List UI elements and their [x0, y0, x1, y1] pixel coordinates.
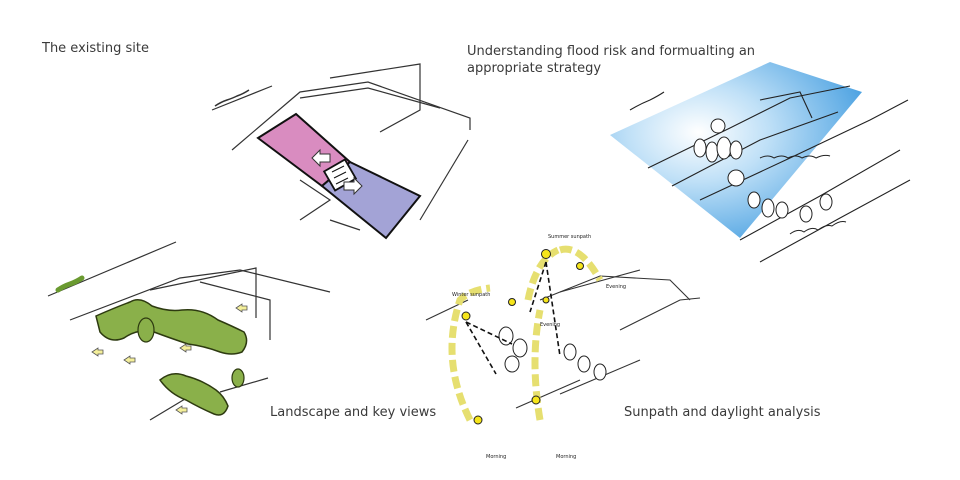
blue-plot [320, 160, 422, 240]
daylight-arrows [465, 261, 561, 375]
sunpath-labels: Summer sunpath Winter sunpath Evening Ev… [452, 234, 626, 460]
landscape-site-lines [47, 241, 331, 421]
building-hatch [331, 165, 349, 185]
flood-trees [693, 118, 833, 223]
caption-sunpath: Sunpath and daylight analysis [624, 405, 821, 420]
hedge-line [789, 221, 847, 235]
building-footprint [322, 158, 358, 192]
site-context-lines [211, 63, 471, 231]
view-arrows [91, 303, 248, 415]
tree-line [55, 275, 85, 293]
sunpath-site-lines [425, 269, 701, 409]
label-winter-sunpath: Winter sunpath [452, 292, 490, 298]
tree-icon [137, 317, 155, 343]
flood-plane [610, 62, 862, 238]
hedge-shape [158, 373, 229, 416]
label-evening-right: Evening [606, 284, 626, 290]
sunpath-arcs [448, 245, 604, 422]
label-morning-right: Morning [556, 454, 576, 460]
flood-site-lines [629, 85, 911, 263]
label-evening-mid: Evening [540, 322, 560, 328]
caption-existing-site: The existing site [42, 41, 149, 56]
pink-plot [256, 112, 352, 188]
tree-line [214, 89, 250, 107]
hedge-shape [95, 299, 248, 355]
hedge-line [759, 154, 831, 159]
caption-flood-risk: Understanding flood risk and formualting… [467, 44, 756, 76]
arrow-icon [311, 148, 331, 168]
sun-icons [461, 249, 584, 425]
arrow-icon [343, 176, 363, 196]
label-morning-left: Morning [486, 454, 506, 460]
tree-icon [231, 368, 245, 388]
sunpath-trees [498, 326, 607, 381]
label-summer-sunpath: Summer sunpath [548, 234, 591, 240]
caption-landscape: Landscape and key views [270, 405, 437, 420]
